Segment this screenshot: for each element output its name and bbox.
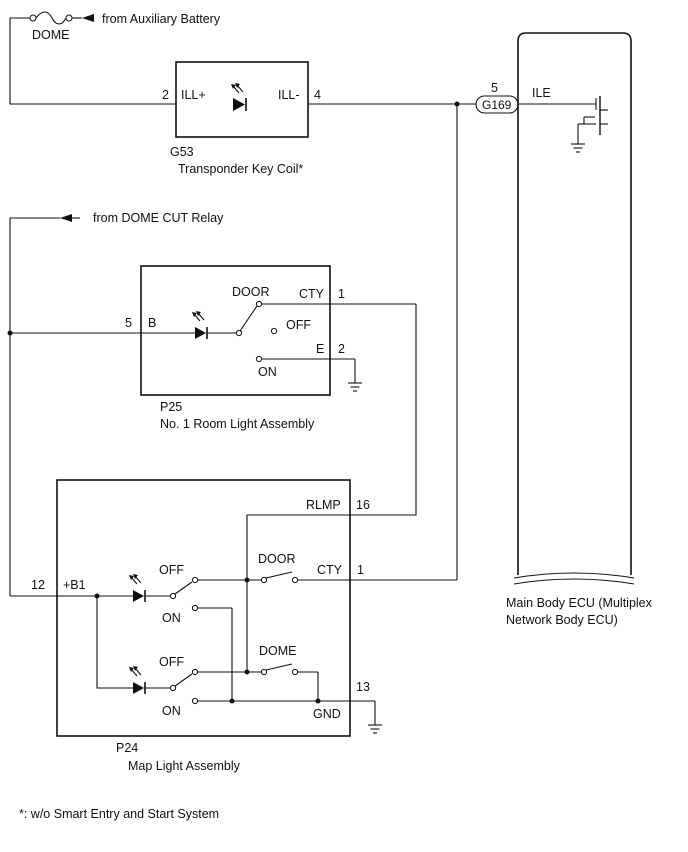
- p24-door-label: DOOR: [258, 552, 296, 566]
- ground-icon: [368, 701, 382, 734]
- p24-on2-label: ON: [162, 704, 181, 718]
- led-icon: [129, 666, 146, 694]
- ecu-name-line1: Main Body ECU (Multiplex: [506, 596, 653, 610]
- g53-pin-left-name: ILL+: [181, 88, 206, 102]
- p25-pin-cty-name: CTY: [299, 287, 325, 301]
- footnote: *: w/o Smart Entry and Start System: [19, 807, 219, 821]
- p25-connector-box: [140, 265, 331, 396]
- arrow-left-icon-2: [60, 214, 72, 222]
- p24-name: Map Light Assembly: [128, 759, 241, 773]
- p24-code: P24: [116, 741, 138, 755]
- fuse-label: DOME: [32, 28, 70, 42]
- p25-pin-e-num: 2: [338, 342, 345, 356]
- ecu-name-line2: Network Body ECU): [506, 613, 618, 627]
- p25-pin-e-name: E: [316, 342, 324, 356]
- g53-pin-left-num: 2: [162, 88, 169, 102]
- arrow-left-icon: [82, 14, 94, 22]
- g169-label: G169: [482, 98, 512, 112]
- dome-fuse: [29, 11, 94, 25]
- p24-pin-rlmp-num: 16: [356, 498, 370, 512]
- g53-pin-right-num: 4: [314, 88, 321, 102]
- p24-off1-label: OFF: [159, 563, 184, 577]
- led-icon: [231, 83, 247, 111]
- p25-code: P25: [160, 400, 182, 414]
- p24-pin-gnd-num: 13: [356, 680, 370, 694]
- p24-connector-box: [56, 479, 351, 737]
- led-icon: [129, 574, 146, 602]
- source-aux-battery: from Auxiliary Battery: [102, 12, 221, 26]
- p24-pin-gnd-name: GND: [313, 707, 341, 721]
- p24-pin-rlmp-name: RLMP: [306, 498, 341, 512]
- source-dome-cut: from DOME CUT Relay: [93, 211, 224, 225]
- p25-name: No. 1 Room Light Assembly: [160, 417, 315, 431]
- p24-dome-label: DOME: [259, 644, 297, 658]
- p24-pin-b1-name: +B1: [63, 578, 86, 592]
- g53-connector-box: [175, 61, 309, 138]
- p24-on1-label: ON: [162, 611, 181, 625]
- g53-code: G53: [170, 145, 194, 159]
- g53-pin-right-name: ILL-: [278, 88, 300, 102]
- p24-pin-b1-num: 12: [31, 578, 45, 592]
- p25-off-label: OFF: [286, 318, 311, 332]
- p24-pin-cty-num: 1: [357, 563, 364, 577]
- ecu-box: [517, 32, 632, 575]
- p25-on-label: ON: [258, 365, 277, 379]
- p25-door-label: DOOR: [232, 285, 270, 299]
- g53-name: Transponder Key Coil*: [178, 162, 303, 176]
- ecu-pin-name: ILE: [532, 86, 551, 100]
- p24-pin-cty-name: CTY: [317, 563, 343, 577]
- transistor-icon: [518, 96, 608, 153]
- p25-pin-b-num: 5: [125, 316, 132, 330]
- ecu-pin-num: 5: [491, 81, 498, 95]
- p24-off2-label: OFF: [159, 655, 184, 669]
- ground-icon: [348, 359, 362, 392]
- p25-pin-cty-num: 1: [338, 287, 345, 301]
- p25-pin-b-name: B: [148, 316, 156, 330]
- led-icon: [192, 311, 208, 339]
